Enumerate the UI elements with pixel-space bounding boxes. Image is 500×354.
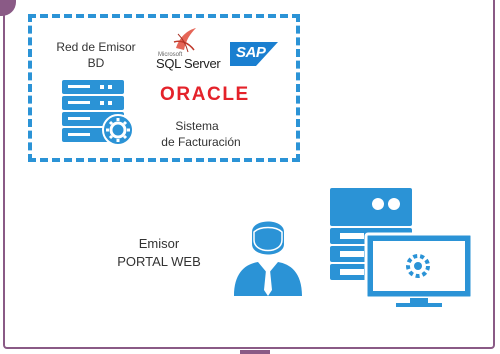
portal-label: Emisor PORTAL WEB [104, 235, 214, 271]
portal-label-line1: Emisor [138, 236, 180, 251]
network-title: Red de Emisor BD [46, 39, 146, 71]
billing-system-line1: Sistema [175, 119, 219, 133]
web-server-monitor-icon [330, 188, 474, 307]
sql-server-icon [173, 28, 196, 53]
network-title-line1: Red de Emisor [56, 40, 136, 54]
sap-text: SAP [236, 44, 266, 61]
oracle-logo: ORACLE [160, 84, 250, 105]
sql-server-microsoft-text: Microsoft [158, 52, 183, 58]
user-icon [234, 221, 302, 296]
sap-logo: SAP [230, 42, 278, 66]
emisor-network-boundary [28, 14, 300, 162]
network-title-line2: BD [87, 56, 105, 70]
sql-server-text: SQL Server [156, 56, 221, 71]
billing-system-line2: de Facturación [161, 135, 241, 149]
billing-system-label: Sistema de Facturación [146, 118, 256, 150]
portal-label-line2: PORTAL WEB [117, 254, 201, 269]
database-server-icon [62, 80, 134, 146]
diagram-frame [3, 0, 495, 349]
sap-badge-shape [230, 42, 278, 66]
sql-server-logo: Microsoft SQL Server [150, 26, 230, 72]
frame-bottom-tab [240, 350, 270, 354]
